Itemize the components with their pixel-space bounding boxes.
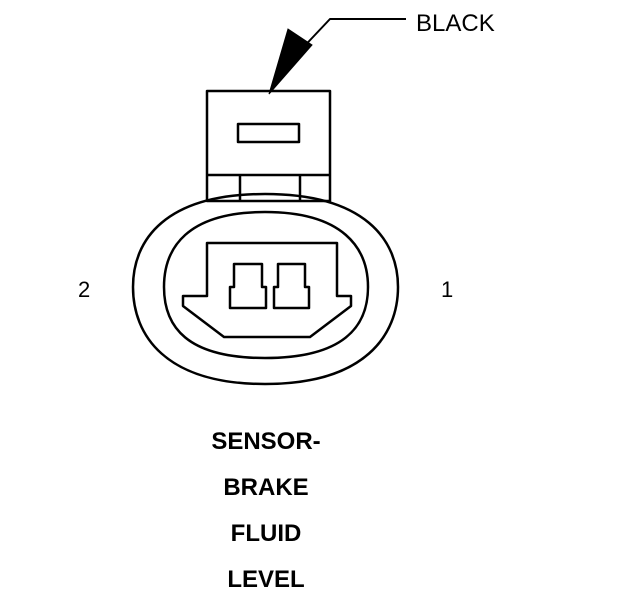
- pin-label-2: 2: [78, 277, 91, 302]
- callout-color-label: BLACK: [416, 10, 495, 37]
- pin-label-1: 1: [441, 277, 454, 302]
- callout-arrowhead: [268, 28, 313, 95]
- terminal-pin-2: [228, 262, 268, 310]
- title-line-1: SENSOR-: [211, 428, 321, 455]
- title-line-3: FLUID: [230, 520, 302, 547]
- terminal-pin-1: [272, 262, 311, 310]
- title-line-2: BRAKE: [223, 474, 309, 501]
- terminal-cavity: [181, 241, 353, 339]
- title-line-4: LEVEL: [227, 566, 305, 593]
- connector-inner-face: [162, 210, 370, 360]
- connector-outer-shell: [131, 192, 400, 386]
- callout-leader-line: [295, 18, 406, 56]
- locking-tab: [205, 89, 332, 203]
